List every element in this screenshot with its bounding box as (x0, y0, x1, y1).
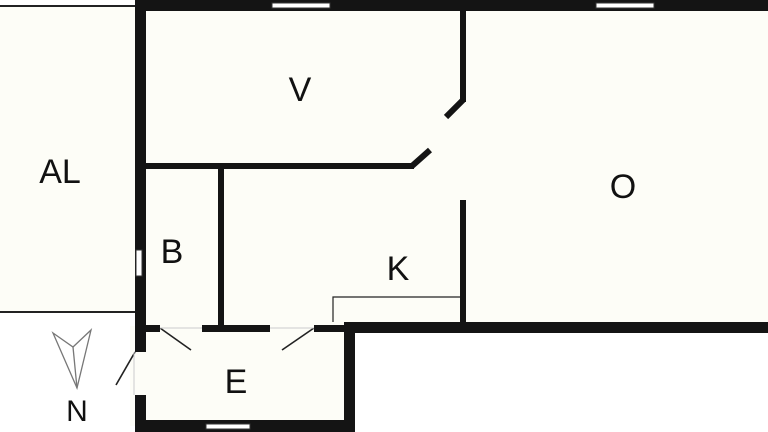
window (595, 2, 655, 9)
door-swings (115, 327, 315, 386)
window (205, 423, 251, 430)
room-label-b: B (161, 233, 184, 271)
window (271, 2, 331, 9)
room-label-v: V (289, 71, 312, 109)
floor-al (0, 6, 136, 312)
wall-angles (410, 97, 466, 169)
room-label-k: K (387, 250, 410, 288)
room-label-o: O (610, 168, 636, 206)
window (135, 249, 143, 277)
compass-arrow-icon (51, 328, 93, 391)
floor-entry (130, 326, 350, 426)
compass-label: N (66, 395, 88, 428)
walls (135, 0, 768, 432)
door-openings (133, 327, 314, 395)
kitchen-counter (332, 296, 460, 322)
room-label-al: AL (39, 153, 81, 191)
windows (135, 2, 655, 430)
room-label-e: E (225, 363, 248, 401)
